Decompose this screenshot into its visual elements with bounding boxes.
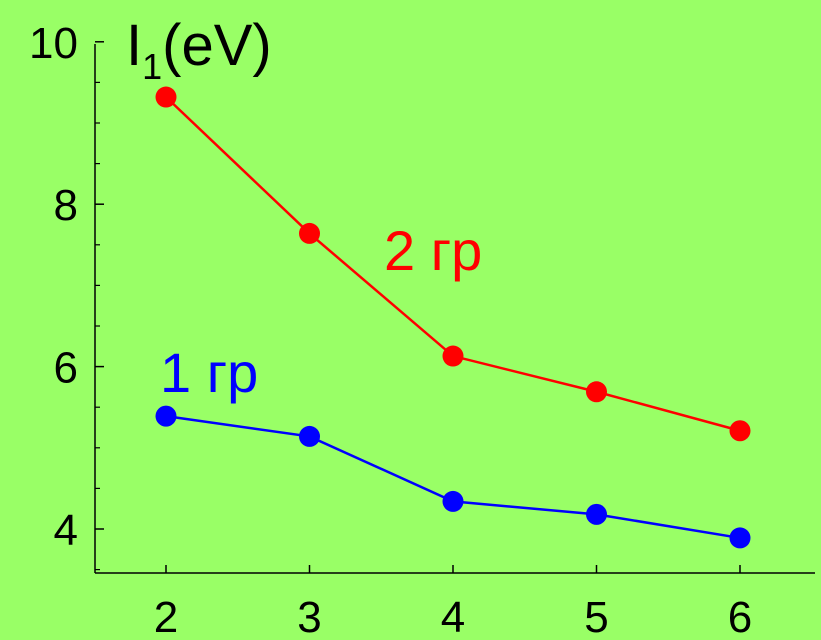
title-rest: (eV) bbox=[162, 13, 272, 78]
data-point bbox=[299, 425, 320, 447]
series-layer bbox=[155, 86, 751, 549]
axes: 4 6 8 10 2 3 4 5 6 bbox=[29, 19, 815, 640]
x-tick-label: 4 bbox=[441, 593, 465, 640]
chart-title: I1(eV) bbox=[126, 13, 272, 87]
x-tick-label: 2 bbox=[154, 593, 178, 640]
data-point bbox=[155, 86, 177, 108]
y-tick-label: 10 bbox=[29, 19, 78, 68]
data-point bbox=[299, 222, 320, 244]
series-label-group-2: 2 гр bbox=[384, 219, 482, 282]
data-point bbox=[729, 527, 751, 549]
y-tick-label: 6 bbox=[54, 344, 78, 393]
title-main: I bbox=[126, 13, 142, 78]
data-point bbox=[586, 381, 607, 403]
x-tick-label: 6 bbox=[728, 593, 752, 640]
series-line-1 bbox=[165, 414, 741, 540]
title-subscript: 1 bbox=[142, 46, 162, 87]
x-tick-label: 5 bbox=[584, 593, 608, 640]
y-tick-label: 4 bbox=[54, 506, 78, 555]
data-point bbox=[442, 490, 464, 512]
data-point bbox=[155, 405, 177, 427]
y-tick-label: 8 bbox=[54, 181, 78, 230]
data-point bbox=[586, 503, 607, 525]
data-point bbox=[729, 420, 751, 442]
data-point bbox=[442, 345, 464, 367]
series-label-group-1: 1 гр bbox=[160, 341, 258, 404]
x-tick-label: 3 bbox=[297, 593, 321, 640]
